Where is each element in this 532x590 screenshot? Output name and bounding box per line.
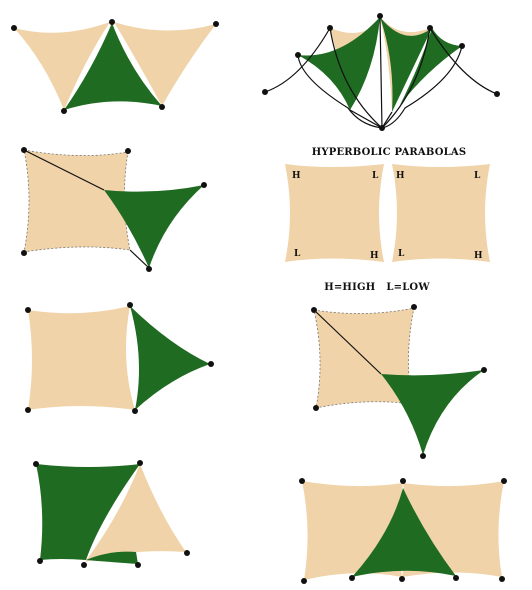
post-dot (377, 13, 383, 19)
post-dot (349, 575, 355, 581)
hyperbolic-parabolas-title: HYPERBOLIC PARABOLAS (312, 147, 467, 158)
outline-sail (297, 54, 383, 129)
post-dot (313, 405, 319, 411)
corner-label-high: H (292, 171, 301, 181)
post-dot (132, 408, 138, 414)
post-dot (61, 108, 67, 114)
post-dot (137, 460, 143, 466)
post-dot (109, 19, 115, 25)
sail-config-2 (262, 13, 500, 131)
hypar-sail-left (285, 164, 384, 262)
outline-sail (379, 16, 383, 129)
sail-config-7 (33, 460, 190, 568)
post-dot (311, 307, 317, 313)
sail-config-3 (21, 147, 207, 272)
post-dot (33, 461, 39, 467)
green-triangle (381, 370, 484, 455)
post-dot (159, 104, 165, 110)
tan-square (28, 306, 135, 410)
post-dot (400, 478, 406, 484)
corner-label-high: H (370, 251, 379, 261)
high-low-legend: H=HIGH L=LOW (324, 282, 430, 293)
post-dot (411, 304, 417, 310)
post-dot (295, 52, 301, 58)
post-dot (125, 148, 131, 154)
post-dot (262, 89, 268, 95)
green-sail (380, 17, 432, 112)
hypar-sail-right (392, 164, 490, 262)
post-dot (499, 576, 505, 582)
post-dot (135, 562, 141, 568)
corner-label-low: L (372, 171, 379, 181)
post-dot (21, 250, 27, 256)
post-dot (213, 21, 219, 27)
post-dot (481, 367, 487, 373)
green-triangle (130, 306, 210, 410)
corner-label-high: H (474, 251, 483, 261)
post-dot (427, 25, 433, 31)
support-cable (129, 249, 150, 269)
post-dot (459, 43, 465, 49)
post-dot (299, 478, 305, 484)
green-triangle (64, 23, 162, 110)
green-triangle (352, 488, 456, 577)
post-dot (25, 407, 31, 413)
corner-label-low: L (294, 249, 301, 259)
dashed-outline (23, 149, 131, 253)
tan-triangle (85, 464, 186, 562)
post-dot (37, 558, 43, 564)
corner-label-low: L (474, 171, 481, 181)
green-strip (86, 551, 138, 564)
diagonal-cable (313, 309, 382, 375)
post-dot (25, 307, 31, 313)
post-dot (379, 125, 385, 131)
post-dot (301, 578, 307, 584)
post-dot (494, 91, 500, 97)
post-dot (501, 478, 507, 484)
outline-sail (381, 45, 463, 129)
tan-triangle-left (14, 22, 110, 110)
post-dot (201, 182, 207, 188)
hyperbolic-parabolas-panel: HYPERBOLIC PARABOLAS H L L H H L L H H=H… (285, 147, 490, 293)
post-dot (81, 562, 87, 568)
diagonal-cable (23, 149, 105, 191)
post-dot (327, 25, 333, 31)
corner-label-high: H (396, 171, 405, 181)
post-dot (399, 576, 405, 582)
post-dot (184, 550, 190, 556)
sail-config-1 (11, 19, 219, 114)
sail-config-8 (299, 478, 507, 584)
post-dot (420, 453, 426, 459)
post-dot (11, 25, 17, 31)
tan-square (24, 150, 130, 252)
green-triangle (104, 185, 204, 268)
green-sail (400, 28, 462, 105)
post-dot (21, 147, 27, 153)
post-dot (453, 575, 459, 581)
green-square (36, 464, 140, 560)
post-dot (208, 361, 214, 367)
tan-triangle-right (114, 22, 216, 106)
post-dot (127, 302, 133, 308)
sail-config-6 (311, 304, 487, 459)
corner-label-low: L (398, 249, 405, 259)
sail-config-5 (25, 302, 214, 414)
post-dot (146, 266, 152, 272)
